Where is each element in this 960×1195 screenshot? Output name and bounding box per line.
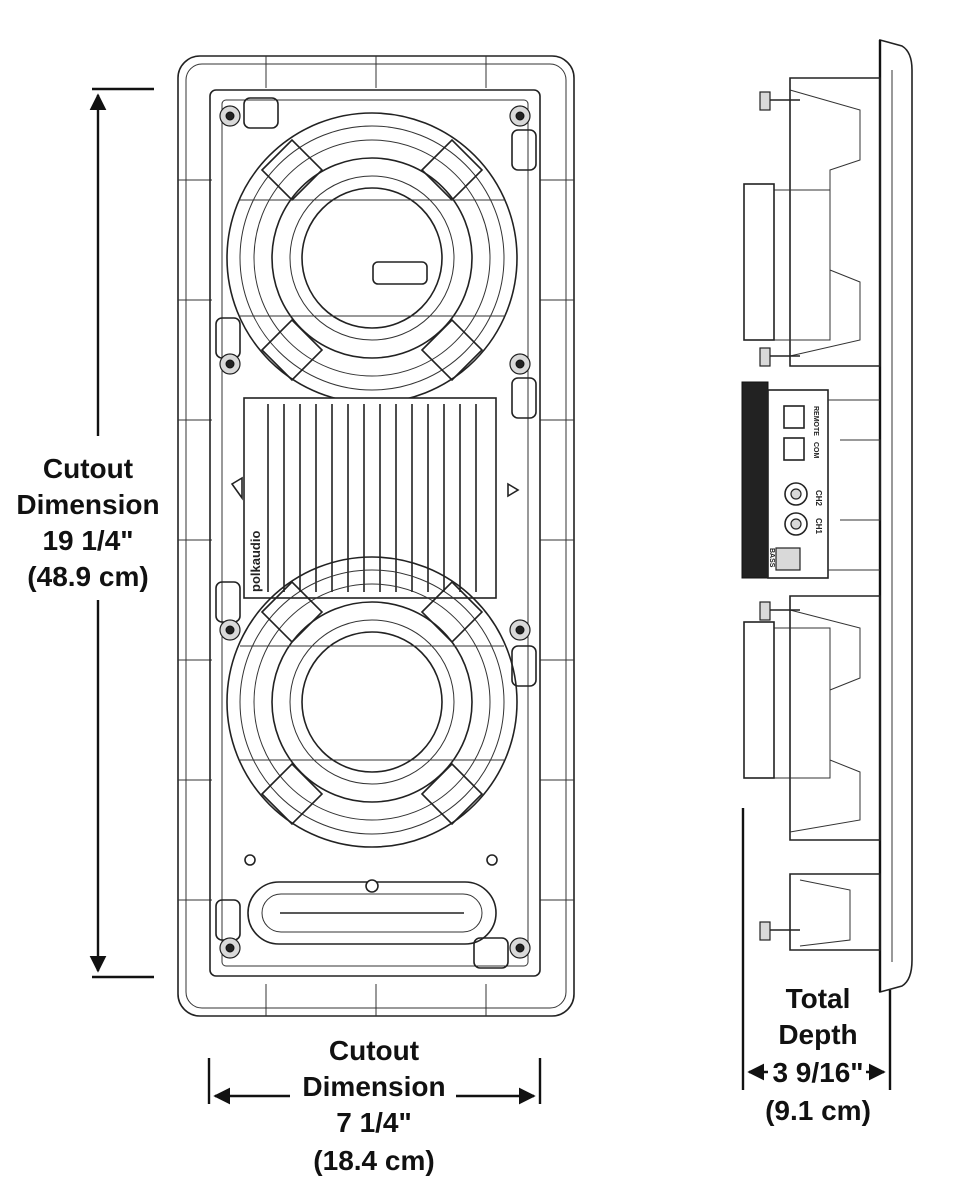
side-lower-woofer	[743, 595, 881, 841]
mounting-screws	[219, 105, 531, 959]
height-line-4: (48.9 cm)	[27, 561, 148, 592]
heatsink-fins	[267, 404, 477, 592]
brand-label: polkaudio	[248, 531, 263, 592]
height-line-3: 19 1/4"	[42, 525, 133, 556]
depth-line-1: Total	[786, 983, 851, 1014]
front-view: polkaudio	[177, 55, 575, 1017]
side-upper-woofer	[743, 77, 881, 367]
height-line-1: Cutout	[43, 453, 133, 484]
lower-woofer	[226, 556, 518, 848]
width-line-1: Cutout	[329, 1035, 419, 1066]
width-line-3: 7 1/4"	[336, 1107, 412, 1138]
side-amp-module: REMOTE COM CH2 CH1 BASS	[741, 381, 881, 579]
side-flange	[879, 38, 913, 994]
com-label: COM	[812, 442, 819, 459]
width-line-2: Dimension	[302, 1071, 445, 1102]
inner-baffle-edge	[221, 99, 529, 967]
depth-dimension-lines	[741, 808, 892, 1090]
side-bass-port	[759, 873, 881, 951]
height-line-2: Dimension	[16, 489, 159, 520]
bass-port	[247, 879, 497, 945]
width-line-4: (18.4 cm)	[313, 1145, 434, 1176]
depth-line-4: (9.1 cm)	[765, 1095, 871, 1126]
upper-woofer	[226, 112, 518, 404]
side-view: REMOTE COM CH2 CH1 BASS	[741, 38, 913, 994]
width-dimension-lines	[207, 1058, 542, 1105]
depth-dimension-label: Total Depth 3 9/16" (9.1 cm)	[765, 983, 871, 1126]
amplifier-heatsink: polkaudio	[230, 397, 520, 599]
depth-line-3: 3 9/16"	[772, 1057, 863, 1088]
height-dimension-label: Cutout Dimension 19 1/4" (48.9 cm)	[16, 453, 159, 592]
upper-woofer-label-plate	[372, 261, 428, 285]
inner-baffle	[209, 89, 541, 977]
frame-segments	[178, 56, 574, 1016]
height-dimension-lines	[89, 87, 154, 979]
ch2-label: CH2	[814, 490, 823, 507]
depth-line-2: Depth	[778, 1019, 857, 1050]
width-dimension-label: Cutout Dimension 7 1/4" (18.4 cm)	[302, 1035, 445, 1176]
remote-label: REMOTE	[812, 406, 819, 436]
bass-label: BASS	[768, 548, 775, 568]
ch1-label: CH1	[814, 518, 823, 535]
